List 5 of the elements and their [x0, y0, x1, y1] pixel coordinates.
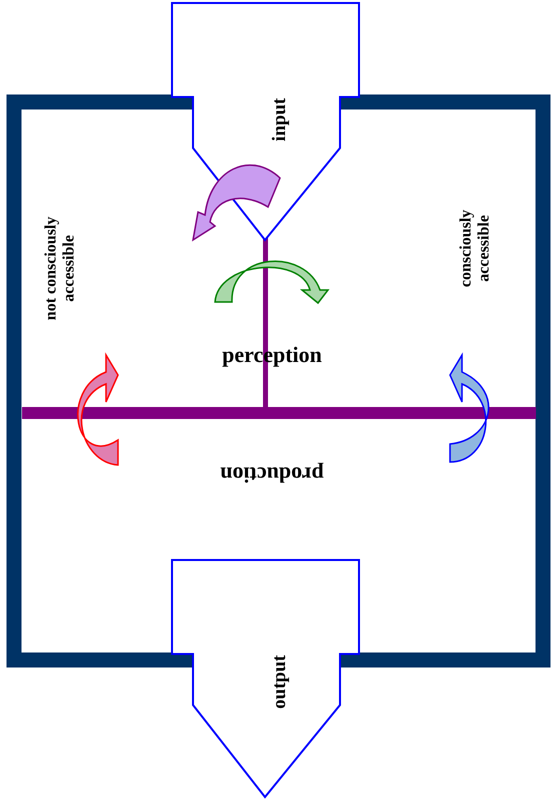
node-label: input [270, 98, 288, 142]
text-label: production [219, 462, 325, 487]
text-label: consciously accessible [458, 208, 494, 289]
node-label: output [270, 655, 288, 709]
text-label: not consciously accessible [42, 215, 79, 322]
